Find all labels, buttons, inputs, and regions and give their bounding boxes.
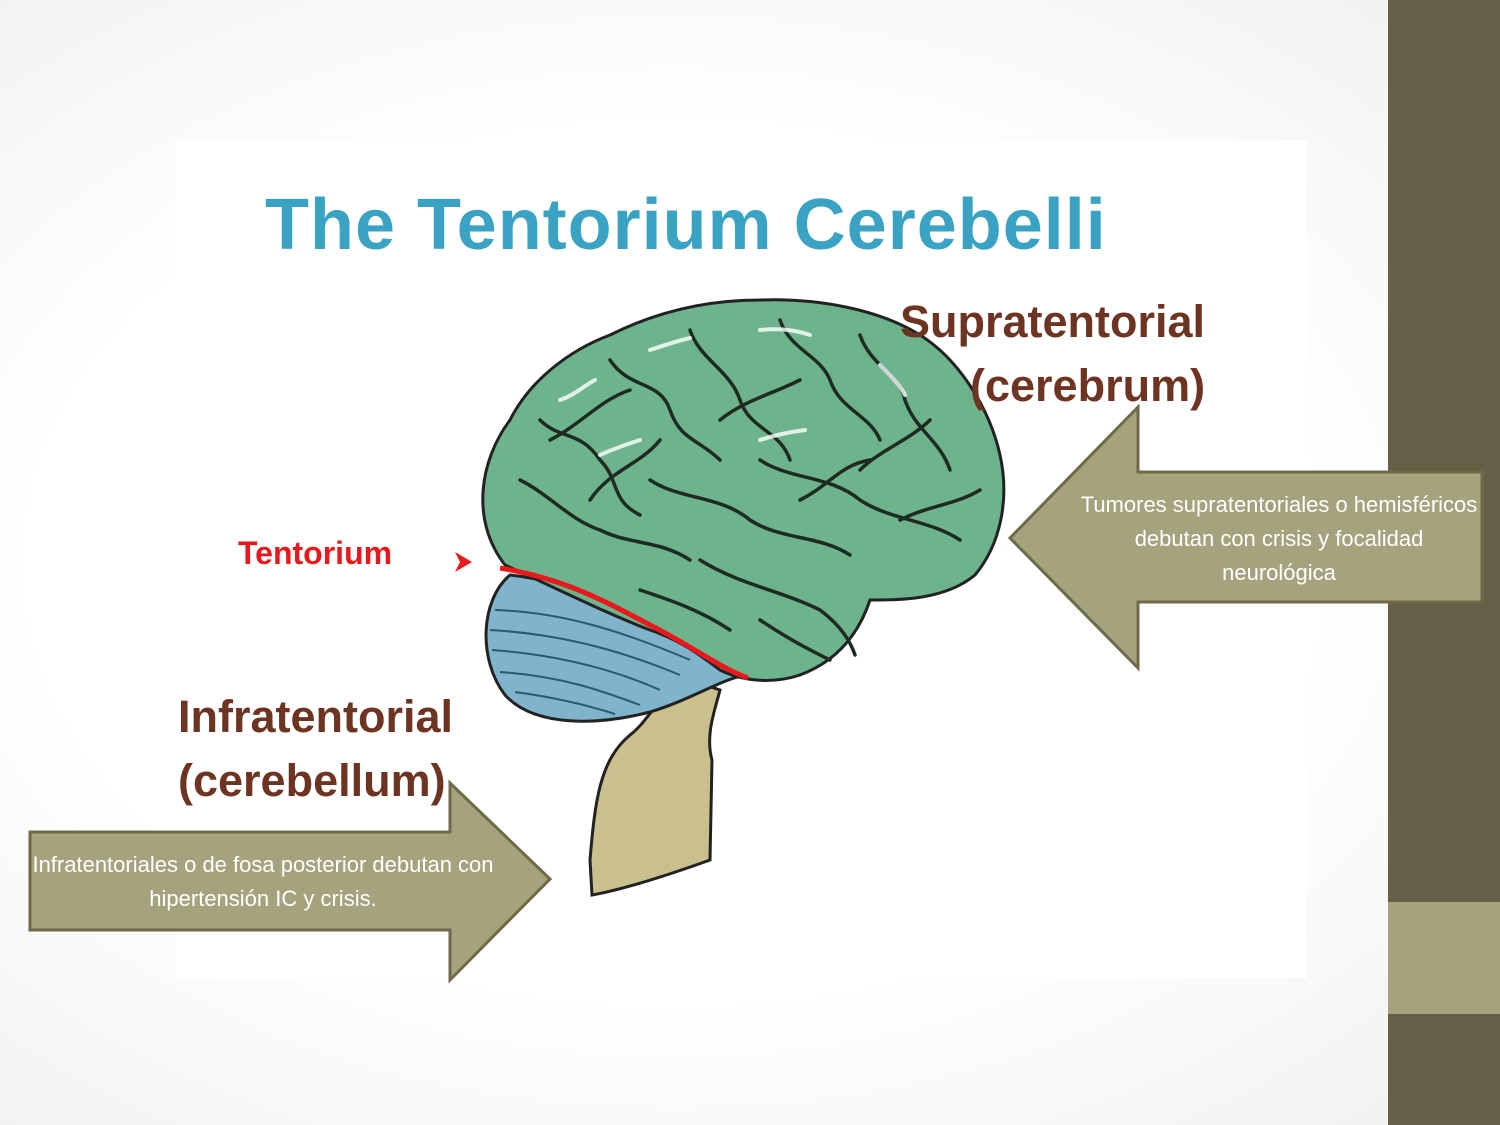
tentorium-label: Tentorium — [238, 535, 393, 571]
tentorium-arrow-icon — [455, 552, 472, 572]
side-accent-square — [1388, 902, 1500, 1014]
cerebrum-label: (cerebrum) — [970, 360, 1206, 411]
supratentorial-callout-text: Tumores supratentoriales o hemisféricos … — [1080, 492, 1478, 585]
cerebellum-folia — [489, 609, 691, 715]
cerebrum-gyri — [518, 318, 982, 662]
infratentorial-callout-text: Infratentoriales o de fosa posterior deb… — [32, 852, 494, 911]
cerebellum-label: (cerebellum) — [178, 755, 446, 806]
brainstem — [588, 678, 722, 897]
infratentorial-callout-arrow — [28, 779, 553, 984]
cerebrum — [481, 298, 1006, 682]
supratentorial-callout-arrow — [1007, 403, 1484, 672]
supratentorial-label: Supratentorial — [900, 296, 1206, 347]
tentorium-line — [499, 565, 749, 681]
infratentorial-label: Infratentorial — [178, 691, 454, 742]
cerebrum-highlights — [558, 327, 907, 457]
diagram-title: The Tentorium Cerebelli — [265, 185, 1107, 265]
